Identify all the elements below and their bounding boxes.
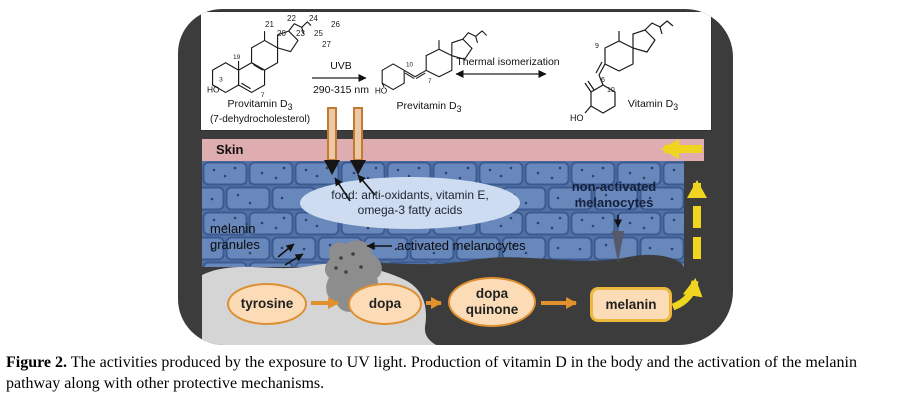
caption-text: The activities produced by the exposure … xyxy=(6,354,857,393)
atom-number: 27 xyxy=(322,40,331,49)
pathway-node-melanin: melanin xyxy=(590,287,672,322)
pathway-node-dopa-quinone: dopa quinone xyxy=(448,277,536,327)
atom-number: 21 xyxy=(265,20,274,29)
previtamin-d3-structure: HO 10 7 xyxy=(375,30,488,95)
atom-number: 26 xyxy=(331,20,340,29)
vitamin-label: Vitamin D3 xyxy=(627,98,679,113)
pathway-node-dopa: dopa xyxy=(348,283,422,325)
figure-diagram: 21 22 24 26 20 23 25 27 xyxy=(178,9,733,345)
food-line2: omega-3 fatty acids xyxy=(357,203,463,217)
chem-reaction-panel: 21 22 24 26 20 23 25 27 xyxy=(200,11,712,131)
activated-melanocytes-label: activated melanocytes xyxy=(397,238,526,253)
food-antioxidants-bubble: food: anti-oxidants, vitamin E, omega-3 … xyxy=(300,177,520,229)
vitamin-d3-structure: HO 9 6 10 xyxy=(570,20,674,123)
caption-label: Figure 2. xyxy=(6,354,68,371)
hydroxyl-label: HO xyxy=(570,113,584,123)
atom-number: 23 xyxy=(296,29,305,38)
atom-number: 10 xyxy=(406,62,414,69)
atom-number: 22 xyxy=(287,14,296,23)
melanin-granules-label: melanin granules xyxy=(210,221,260,252)
skin-label: Skin xyxy=(216,142,244,157)
skin-band: Skin xyxy=(202,139,704,161)
uvb-label: UVB xyxy=(330,60,352,72)
provitamin-d3-structure: HO 3 7 19 xyxy=(207,21,312,98)
hydroxyl-label: HO xyxy=(207,84,220,94)
thermal-isomerization-label: Thermal isomerization xyxy=(456,56,560,68)
atom-number: 7 xyxy=(428,78,432,85)
food-line1: food: anti-oxidants, vitamin E, xyxy=(331,188,489,202)
non-activated-melanocytes-label: non-activated melanocytes xyxy=(571,179,657,210)
atom-number: 24 xyxy=(309,14,318,23)
previtamin-label: Previtamin D3 xyxy=(396,100,462,115)
provitamin-label: Provitamin D3 (7-dehydrocholesterol) xyxy=(209,98,311,126)
atom-number: 19 xyxy=(233,54,241,61)
atom-number: 7 xyxy=(261,92,265,98)
atom-number: 9 xyxy=(595,43,599,50)
uvb-range-label: 290-315 nm xyxy=(312,84,370,96)
figure-caption: Figure 2. The activities produced by the… xyxy=(6,352,898,394)
atom-number: 3 xyxy=(219,76,223,83)
atom-number: 10 xyxy=(607,87,615,94)
pathway-node-tyrosine: tyrosine xyxy=(227,283,307,325)
hydroxyl-label: HO xyxy=(375,86,388,95)
atom-number: 25 xyxy=(314,29,323,38)
yellow-curve-arrow xyxy=(671,278,703,311)
atom-number: 6 xyxy=(601,77,605,84)
